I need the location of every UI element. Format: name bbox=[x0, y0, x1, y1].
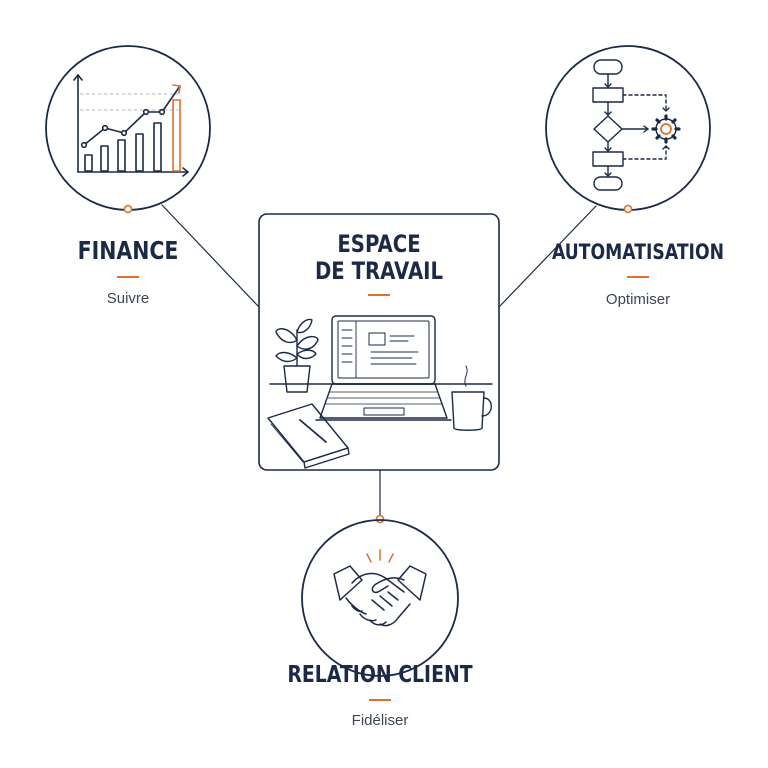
connector-lines bbox=[161, 204, 597, 517]
automatisation-title: AUTOMATISATION bbox=[551, 240, 725, 264]
finance-node bbox=[45, 45, 211, 214]
laptop-desk-icon bbox=[267, 315, 493, 469]
relation-circle bbox=[301, 519, 459, 677]
bar-chart-growth-icon bbox=[73, 74, 189, 177]
center-title-line2: DE TRAVAIL bbox=[314, 257, 444, 285]
finance-accent-dash bbox=[117, 276, 139, 278]
finance-anchor-dot bbox=[123, 204, 133, 214]
finance-subtitle: Suivre bbox=[106, 290, 150, 307]
flowchart-gear-icon bbox=[592, 59, 681, 191]
center-accent-dash bbox=[368, 294, 390, 296]
relation-anchor-dot bbox=[375, 514, 385, 524]
automatisation-subtitle: Optimiser bbox=[605, 291, 671, 308]
connector-finance bbox=[161, 204, 259, 307]
automatisation-circle bbox=[545, 45, 711, 211]
gear-icon bbox=[651, 114, 681, 144]
handshake-icon bbox=[333, 549, 427, 627]
relation-title: RELATION CLIENT bbox=[287, 662, 473, 688]
center-card-frame bbox=[258, 213, 500, 471]
relation-subtitle: Fidéliser bbox=[351, 712, 409, 729]
center-title: ESPACE DE TRAVAIL bbox=[281, 231, 478, 285]
automatisation-accent-dash bbox=[627, 276, 649, 278]
center-title-line1: ESPACE bbox=[337, 230, 421, 258]
finance-title: FINANCE bbox=[77, 236, 179, 265]
center-card bbox=[258, 213, 500, 471]
connector-automatisation bbox=[499, 205, 597, 307]
relation-accent-dash bbox=[369, 699, 391, 701]
finance-circle bbox=[45, 45, 211, 211]
automatisation-node bbox=[545, 45, 711, 214]
relation-node bbox=[301, 514, 459, 677]
automatisation-anchor-dot bbox=[623, 204, 633, 214]
